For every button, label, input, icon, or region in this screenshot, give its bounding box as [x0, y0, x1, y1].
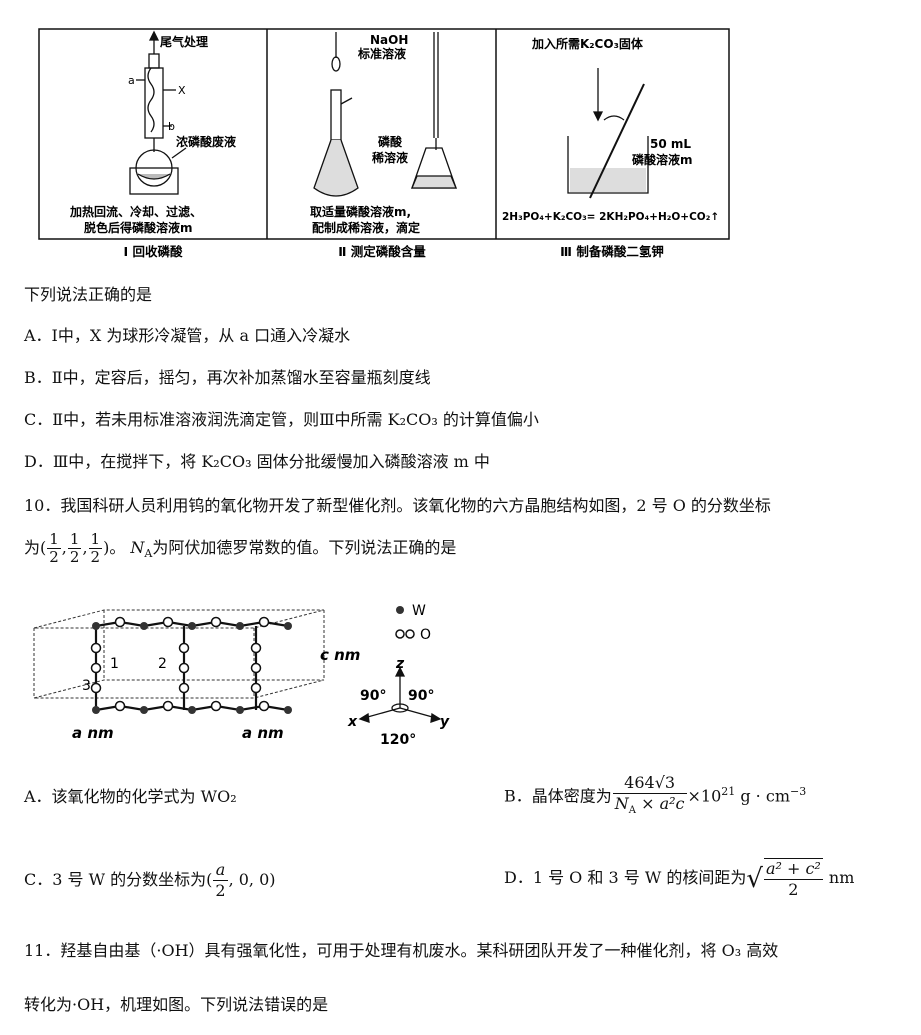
q11-stem-line1: 11．羟基自由基（·OH）具有强氧化性，可用于处理有机废水。某科研团队开发了一种…: [24, 941, 779, 960]
add-k2co3-label: 加入所需K₂CO₃固体: [531, 36, 644, 51]
x-axis-label: x: [347, 714, 358, 730]
waste-liquid-label: 浓磷酸废液: [176, 134, 236, 149]
exhaust-label: 尾气处理: [160, 34, 208, 49]
apparatus-figure: 尾气处理 a X b 浓磷酸废液 加热回流、冷却、过滤、 脱色后得磷酸溶液m N…: [38, 28, 730, 264]
dilute-solution-label: 稀溶液: [372, 150, 408, 165]
panel1-caption: Ⅰ 回收磷酸: [123, 244, 183, 259]
port-a-label: a: [128, 74, 135, 87]
panel2-caption: Ⅱ 测定磷酸含量: [338, 244, 426, 259]
volume-label: 50 mL: [650, 137, 691, 151]
q10-option-a[interactable]: A．该氧化物的化学式为 WO₂: [24, 787, 237, 806]
a-nm-right: a nm: [242, 724, 284, 742]
a-nm-left: a nm: [72, 724, 114, 742]
atom-3-label: 3: [82, 678, 91, 694]
panel1-desc-line2: 脱色后得磷酸溶液m: [84, 220, 193, 235]
angle-120: 120°: [380, 732, 416, 748]
w-legend-icon: [396, 606, 404, 614]
panel2-desc-line1: 取适量磷酸溶液m,: [310, 204, 411, 219]
q9-option-b[interactable]: B．Ⅱ中，定容后，摇匀，再次补加蒸馏水至容量瓶刻度线: [24, 368, 431, 387]
naoh-label: NaOH: [370, 33, 408, 47]
y-axis-label: y: [440, 714, 450, 730]
q9-option-a[interactable]: A．Ⅰ中，X 为球形冷凝管，从 a 口通入冷凝水: [24, 326, 351, 345]
q9-option-d[interactable]: D．Ⅲ中，在搅拌下，将 K₂CO₃ 固体分批缓慢加入磷酸溶液 m 中: [24, 452, 490, 471]
apparatus-diagram: 尾气处理 a X b 浓磷酸废液 加热回流、冷却、过滤、 脱色后得磷酸溶液m N…: [38, 28, 730, 259]
q11-stem-line2: 转化为·OH，机理如图。下列说法错误的是: [24, 995, 329, 1014]
phosphoric-label: 磷酸: [378, 134, 403, 149]
solution-m-label: 磷酸溶液m: [632, 152, 693, 167]
c-nm-label: c nm: [320, 646, 360, 664]
hexagonal-cell-diagram: 1 2 3 a nm a nm c nm W O z x y 90° 90° 1…: [33, 603, 450, 748]
o-legend-icon-2: [405, 629, 415, 639]
legend-w: W: [412, 603, 426, 619]
q10-stem-line1: 10．我国科研人员利用钨的氧化物开发了新型催化剂。该氧化物的六方晶胞结构如图，2…: [24, 496, 771, 515]
reflux-condenser-icon: [129, 30, 187, 195]
panel2-desc-line2: 配制成稀溶液，滴定: [312, 220, 420, 235]
port-b-label: b: [168, 120, 175, 133]
standard-solution-label: 标准溶液: [357, 46, 406, 61]
z-axis-label: z: [395, 656, 405, 672]
atom-1-label: 1: [110, 656, 119, 672]
beaker-icon: [567, 68, 649, 199]
panel1-desc-line1: 加热回流、冷却、过滤、: [69, 204, 202, 219]
panel3-caption: Ⅲ 制备磷酸二氢钾: [560, 244, 664, 259]
angle-90-left: 90°: [360, 688, 386, 704]
q9-stem: 下列说法正确的是: [24, 285, 153, 304]
o-legend-icon-1: [395, 629, 405, 639]
q9-option-c[interactable]: C．Ⅱ中，若未用标准溶液润洗滴定管，则Ⅲ中所需 K₂CO₃ 的计算值偏小: [24, 410, 539, 429]
atom-2-label: 2: [158, 656, 167, 672]
reaction-equation: 2H₃PO₄+K₂CO₃= 2KH₂PO₄+H₂O+CO₂↑: [502, 211, 719, 223]
angle-90-right: 90°: [408, 688, 434, 704]
condenser-x-label: X: [178, 84, 186, 97]
flask-burette-icon: [313, 32, 457, 197]
axes-icon: [358, 666, 442, 723]
legend-o: O: [420, 627, 431, 643]
crystal-figure: 1 2 3 a nm a nm c nm W O z x y 90° 90° 1…: [24, 598, 464, 748]
